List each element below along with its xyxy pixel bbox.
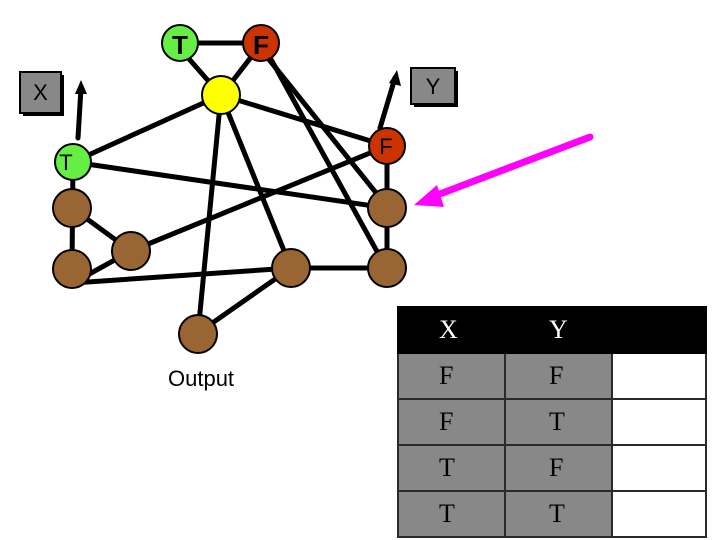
node-top-false-label: F	[253, 30, 269, 60]
gate-nodes	[52, 188, 407, 354]
truth-table-header-row: X Y	[397, 306, 707, 354]
cell-output[interactable]	[611, 352, 707, 400]
node-left-true: T	[54, 143, 92, 181]
gate-node	[367, 188, 407, 228]
wire	[195, 92, 224, 336]
wire	[70, 265, 294, 286]
header-output	[611, 306, 707, 354]
node-right-false: F	[368, 127, 406, 165]
wire	[377, 75, 398, 131]
arrow-up-to-x-icon	[75, 80, 87, 94]
node-junction	[201, 75, 241, 115]
arrow-up-to-y-icon	[389, 70, 401, 86]
output-gate-node	[178, 314, 218, 354]
table-row: T F	[397, 444, 707, 492]
node-left-true-label: T	[59, 150, 72, 175]
x-box-label: X	[33, 80, 48, 105]
wire	[128, 143, 390, 254]
node-top-true-label: T	[172, 30, 188, 60]
output-label: Output	[168, 366, 234, 391]
wire	[70, 92, 224, 165]
cell-x: T	[397, 444, 506, 492]
wire	[75, 85, 84, 141]
truth-table: X Y F F F T T F T T	[397, 306, 707, 538]
table-row: T T	[397, 490, 707, 538]
cell-x: T	[397, 490, 506, 538]
gate-node	[271, 248, 311, 288]
wire	[218, 92, 390, 149]
gate-node	[367, 248, 407, 288]
cell-y: T	[504, 398, 613, 446]
node-right-false-label: F	[379, 134, 392, 159]
node-top-true: T	[161, 24, 199, 62]
header-x: X	[397, 306, 506, 354]
cell-x: F	[397, 398, 506, 446]
cell-x: F	[397, 352, 506, 400]
gate-node	[52, 188, 92, 228]
gate-node	[111, 231, 151, 271]
node-top-false: F	[242, 24, 280, 62]
wire	[218, 92, 294, 271]
x-box: X	[19, 71, 64, 116]
cell-output[interactable]	[611, 444, 707, 492]
pointer-arrow-icon	[414, 133, 594, 207]
table-row: F F	[397, 352, 707, 400]
table-row: F T	[397, 398, 707, 446]
y-box: Y	[410, 67, 458, 107]
cell-y: T	[504, 490, 613, 538]
wire	[70, 159, 390, 211]
gate-node	[52, 249, 92, 289]
header-y: Y	[504, 306, 613, 354]
y-box-label: Y	[426, 74, 441, 99]
cell-output[interactable]	[611, 398, 707, 446]
cell-output[interactable]	[611, 490, 707, 538]
cell-y: F	[504, 444, 613, 492]
wire	[264, 49, 388, 269]
cell-y: F	[504, 352, 613, 400]
